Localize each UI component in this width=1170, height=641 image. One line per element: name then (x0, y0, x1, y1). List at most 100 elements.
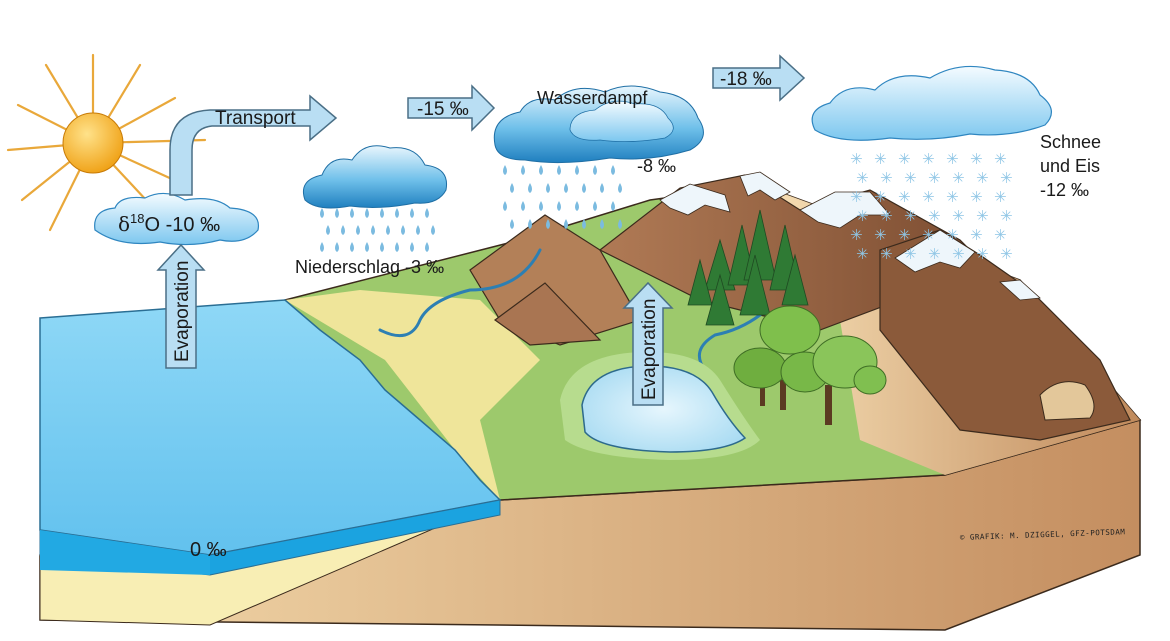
snowflake-icon: ✳ (952, 169, 965, 187)
snow-cap-5 (999, 279, 1041, 301)
delta-value: O -10 ‰ (145, 214, 221, 236)
snowflake-icon: ✳ (1000, 207, 1013, 225)
raindrop-icon (365, 208, 369, 218)
snow-cap-3 (799, 191, 891, 229)
snowflake-icon: ✳ (856, 169, 869, 187)
conifer-forest (687, 209, 809, 326)
raindrop-icon (582, 183, 586, 193)
snowflake-icon: ✳ (946, 188, 959, 206)
raindrop-icon (320, 242, 324, 252)
rain-niederschlag (320, 208, 435, 252)
snowflake-icon: ✳ (976, 169, 989, 187)
niederschlag-label: Niederschlag -3 ‰ (295, 257, 444, 277)
cloud-schnee (811, 65, 1052, 141)
raindrop-icon (326, 225, 330, 235)
raindrop-icon (425, 208, 429, 218)
raindrop-icon (539, 201, 543, 211)
mountain-small (493, 282, 602, 346)
transport-arrow: Transport (169, 94, 338, 196)
delta-superscript: 18 (130, 211, 144, 226)
tree-icon (781, 253, 809, 306)
raindrop-icon (365, 242, 369, 252)
raindrop-icon (611, 165, 615, 175)
raindrop-icon (425, 242, 429, 252)
snowflake-icon: ✳ (880, 169, 893, 187)
arrow-18-label: -18 ‰ (720, 69, 772, 90)
raindrop-icon (539, 165, 543, 175)
cloud-icon (94, 192, 260, 246)
arrow-18: -18 ‰ (712, 54, 806, 102)
tree-icon (739, 254, 771, 316)
raindrop-icon (510, 183, 514, 193)
snowflake-icon: ✳ (976, 207, 989, 225)
lake-water (581, 365, 747, 453)
snowflake-icon: ✳ (904, 207, 917, 225)
schnee-label-line1: Schnee (1040, 132, 1101, 152)
raindrop-icon (521, 165, 525, 175)
sun-disc (62, 112, 124, 174)
snow-cap-4 (894, 229, 976, 273)
raindrop-icon (380, 242, 384, 252)
arrow-icon (407, 84, 496, 132)
cloud-wasserdampf-front (569, 100, 674, 142)
raindrop-icon (410, 208, 414, 218)
raindrop-icon (410, 242, 414, 252)
schnee-value-label: -12 ‰ (1040, 180, 1089, 200)
snowflake-icon: ✳ (952, 245, 965, 263)
rain-value-label: -8 ‰ (637, 156, 676, 176)
raindrop-icon (503, 165, 507, 175)
river-left (378, 248, 542, 338)
snowflake-icon: ✳ (928, 169, 941, 187)
raindrop-icon (521, 201, 525, 211)
snowflake-icon: ✳ (850, 226, 863, 244)
delta-label: δ18O -10 ‰ (118, 211, 220, 236)
arrow-15-label: -15 ‰ (417, 99, 469, 120)
cloud-icon (811, 65, 1052, 141)
evaporation-sea-arrow: Evaporation (156, 243, 206, 369)
raindrop-icon (528, 219, 532, 229)
tree-trunk (825, 385, 832, 425)
cloud-icon (302, 145, 448, 209)
snowflake-icon: ✳ (856, 245, 869, 263)
snowflake-icon: ✳ (946, 150, 959, 168)
snowflake-icon: ✳ (904, 169, 917, 187)
deciduous-trees (733, 305, 887, 425)
evaporation-lake-arrow: Evaporation (622, 281, 674, 406)
arrow-icon (622, 281, 674, 406)
lake (560, 351, 760, 460)
snowflake-icon: ✳ (928, 245, 941, 263)
raindrop-icon (575, 165, 579, 175)
snowfall: ✳✳✳✳✳✳✳✳✳✳✳✳✳✳✳✳✳✳✳✳✳✳✳✳✳✳✳✳✳✳✳✳✳✳✳✳✳✳✳✳… (850, 150, 1013, 263)
snow-cap-1 (659, 183, 731, 216)
raindrop-icon (341, 225, 345, 235)
raindrop-icon (356, 225, 360, 235)
snowflake-icon: ✳ (970, 226, 983, 244)
cloud-delta (94, 192, 260, 246)
raindrop-icon (528, 183, 532, 193)
raindrop-icon (371, 225, 375, 235)
raindrop-icon (557, 165, 561, 175)
raindrop-icon (386, 225, 390, 235)
raindrop-icon (593, 201, 597, 211)
snowflake-icon: ✳ (874, 188, 887, 206)
tree-icon (853, 365, 887, 395)
beach (285, 290, 540, 500)
snowflake-icon: ✳ (904, 245, 917, 263)
snowflake-icon: ✳ (946, 226, 959, 244)
snowflake-icon: ✳ (880, 207, 893, 225)
cloud-niederschlag (302, 145, 448, 209)
raindrop-icon (320, 208, 324, 218)
raindrop-icon (611, 201, 615, 211)
snowflake-icon: ✳ (898, 188, 911, 206)
raindrop-icon (350, 208, 354, 218)
arrow-icon (156, 243, 206, 369)
tree-icon (705, 273, 735, 326)
snowflake-icon: ✳ (970, 150, 983, 168)
raindrop-icon (380, 208, 384, 218)
evaporation-sea-label: Evaporation (172, 261, 193, 362)
delta-symbol: δ (118, 212, 130, 236)
snowflake-icon: ✳ (994, 226, 1007, 244)
raindrop-icon (395, 242, 399, 252)
cave (1039, 381, 1095, 421)
snowflake-icon: ✳ (850, 188, 863, 206)
